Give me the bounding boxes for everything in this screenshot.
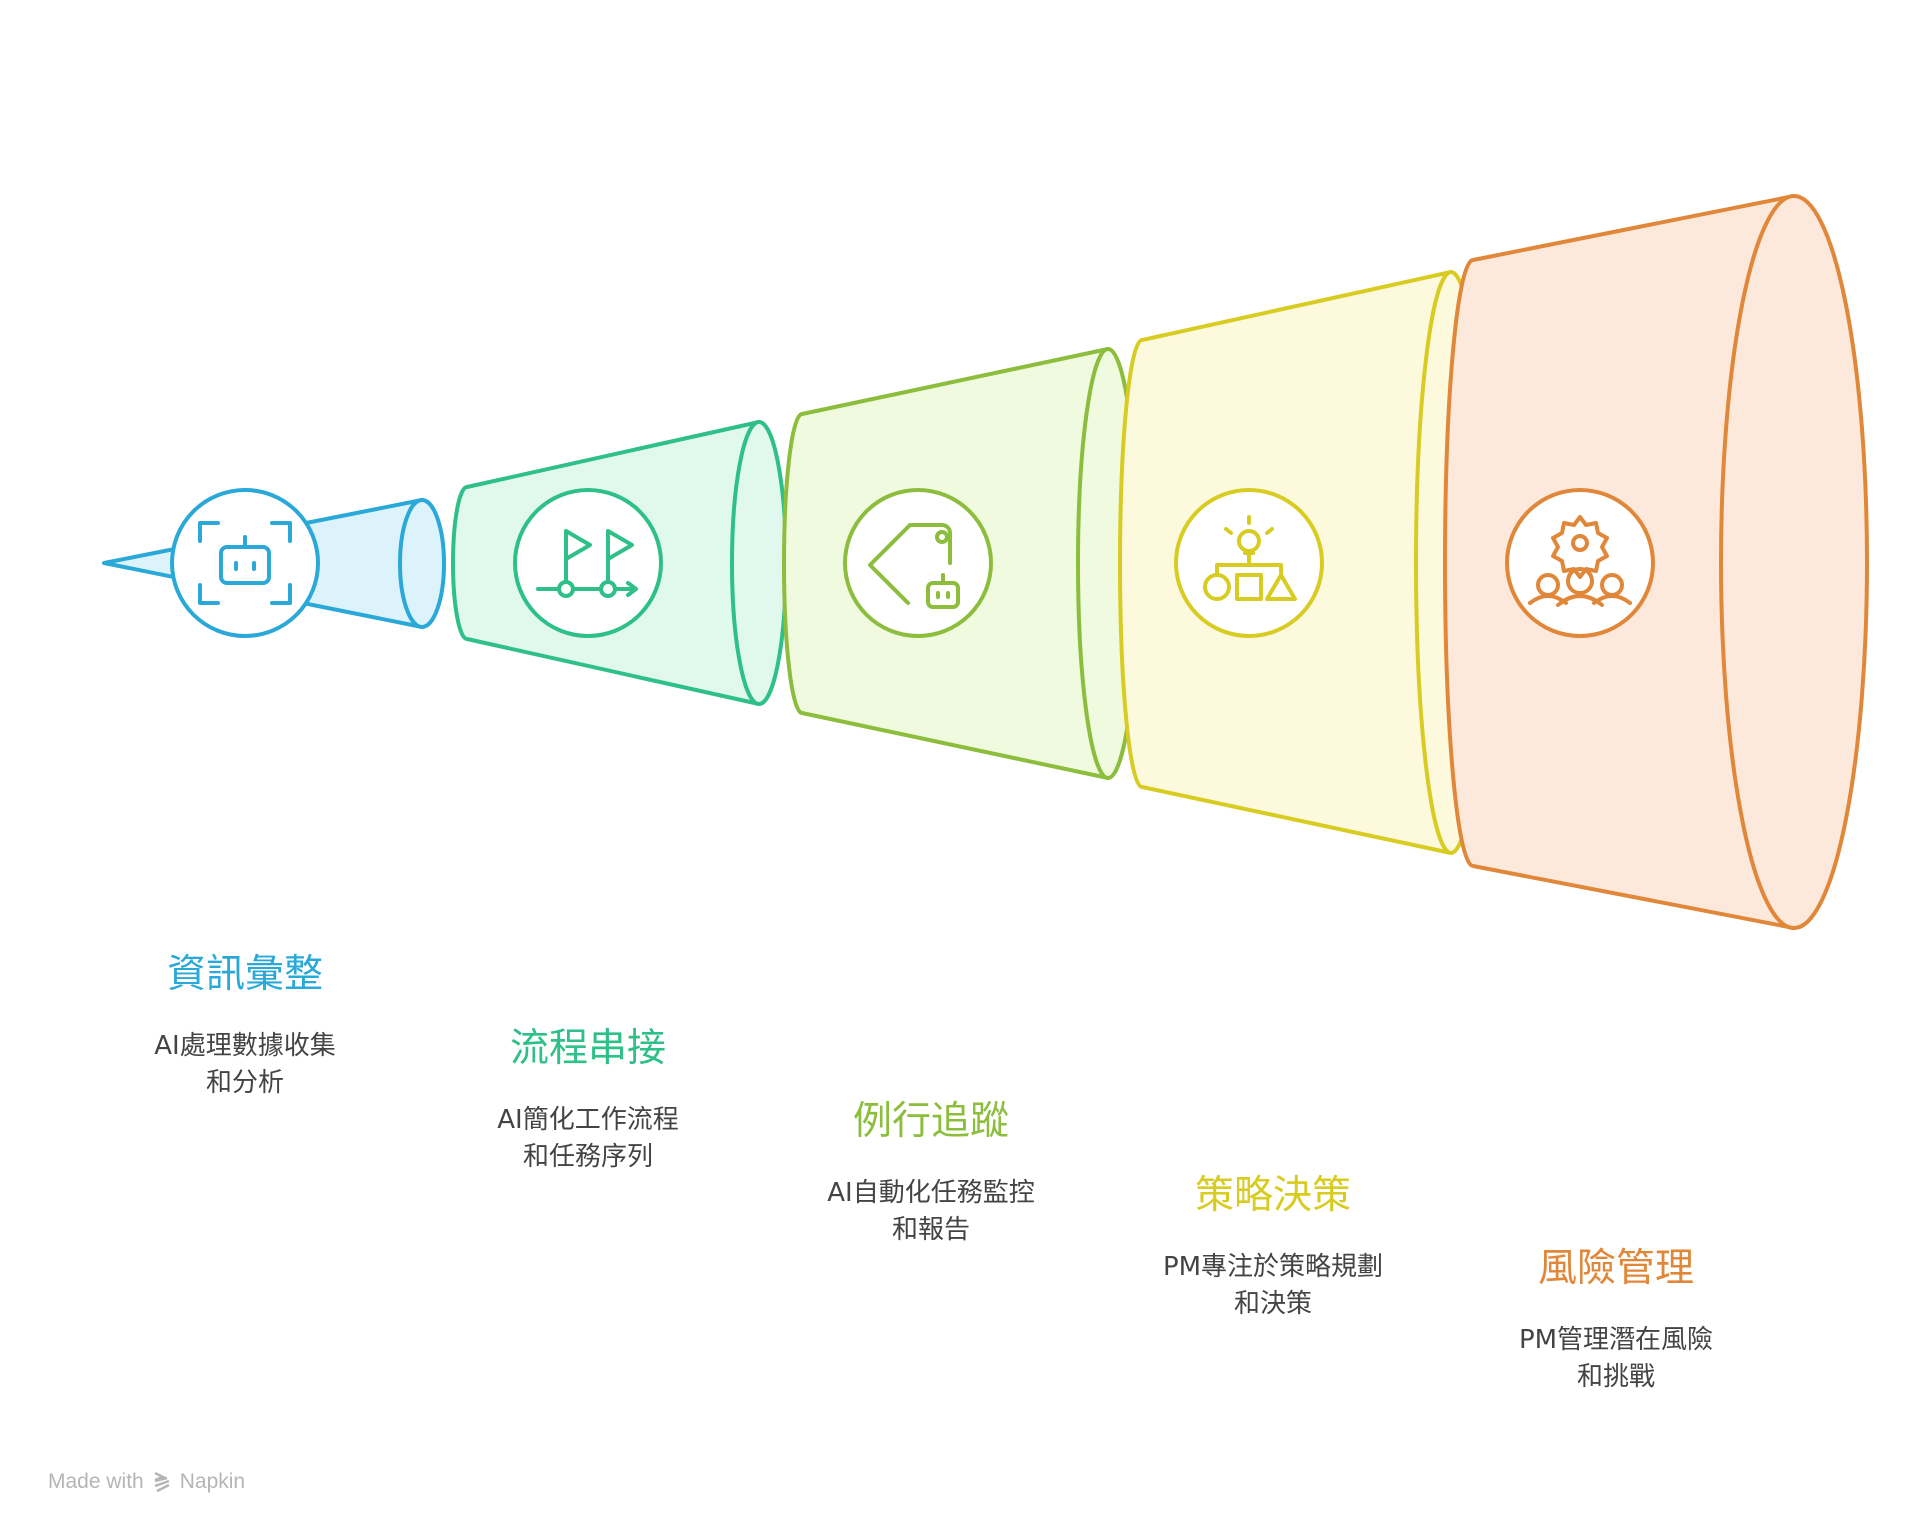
- stage-routine-tracking: 例行追蹤 AI自動化任務監控和報告: [761, 1099, 1101, 1249]
- stage-description: PM專注於策略規劃和決策: [1103, 1249, 1443, 1323]
- napkin-watermark: Made with Napkin: [48, 1470, 245, 1494]
- stage-title: 例行追蹤: [852, 1099, 1009, 1144]
- stage-description: AI簡化工作流程和任務序列: [418, 1102, 758, 1176]
- stage-risk-management: 風險管理 PM管理潛在風險和挑戰: [1446, 1246, 1786, 1396]
- desc-line: 和挑戰: [1576, 1362, 1655, 1392]
- desc-line: 和決策: [1233, 1289, 1312, 1319]
- desc-line: AI自動化任務監控: [827, 1178, 1035, 1208]
- stage-process-linking: 流程串接 AI簡化工作流程和任務序列: [418, 1026, 758, 1176]
- desc-line: PM專注於策略規劃: [1162, 1252, 1384, 1282]
- napkin-brand: Napkin: [179, 1470, 246, 1493]
- made-with-label: Made with: [48, 1470, 144, 1493]
- segment-cap: [398, 498, 446, 629]
- stage-title: 資訊彙整: [166, 952, 323, 997]
- funnel-segment-5: [1443, 194, 1869, 930]
- desc-line: AI簡化工作流程: [497, 1105, 679, 1135]
- flags-flow-icon: [513, 488, 663, 638]
- desc-line: AI處理數據收集: [154, 1031, 336, 1061]
- robot-scan-icon: [170, 488, 320, 638]
- desc-line: 和報告: [891, 1215, 970, 1245]
- napkin-logo-icon: [154, 1471, 170, 1493]
- tag-robot-icon: [843, 488, 993, 638]
- stage-description: AI自動化任務監控和報告: [761, 1175, 1101, 1249]
- stage-description: AI處理數據收集和分析: [75, 1028, 415, 1102]
- segment-cap: [1719, 194, 1869, 930]
- gear-team-icon: [1505, 488, 1655, 638]
- desc-line: 和任務序列: [522, 1142, 653, 1172]
- stage-strategic-decision: 策略決策 PM專注於策略規劃和決策: [1103, 1173, 1443, 1323]
- segment-cap: [730, 420, 788, 706]
- desc-line: PM管理潛在風險: [1518, 1325, 1714, 1355]
- stage-title: 策略決策: [1194, 1173, 1351, 1218]
- stage-title: 流程串接: [509, 1026, 666, 1071]
- idea-shapes-icon: [1174, 488, 1324, 638]
- desc-line: 和分析: [205, 1068, 284, 1098]
- stage-title: 風險管理: [1537, 1246, 1694, 1291]
- stage-description: PM管理潛在風險和挑戰: [1446, 1322, 1786, 1396]
- stage-info-gathering: 資訊彙整 AI處理數據收集和分析: [75, 952, 415, 1102]
